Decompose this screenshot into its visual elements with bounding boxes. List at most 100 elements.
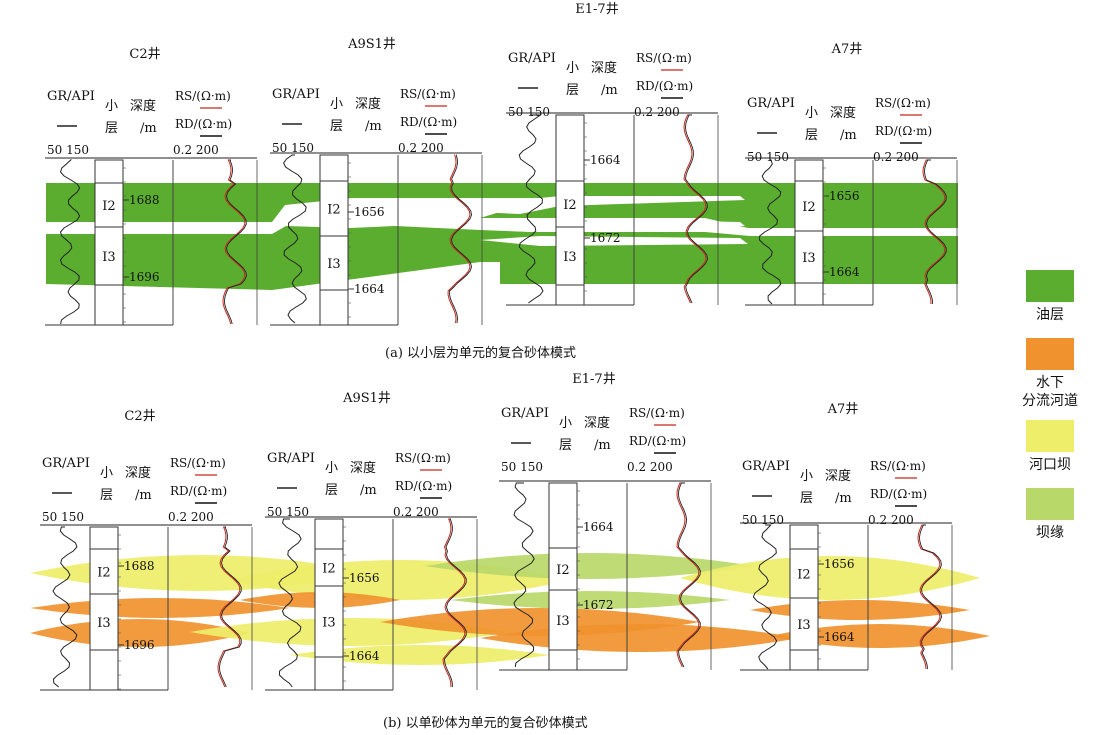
depth-label: 深度 (825, 468, 851, 484)
layer-name-i2: Ⅰ2 (322, 562, 335, 577)
gr-curve (59, 159, 81, 325)
rs-curve (676, 482, 700, 668)
legend-item-bar: 河口坝 (1010, 420, 1090, 474)
layer-name-i3: Ⅰ3 (327, 257, 340, 272)
depth-label: 深度 (125, 465, 151, 481)
rd-label: RD/(Ω·m) (629, 434, 686, 448)
legend-label-bar: 河口坝 (1029, 457, 1071, 473)
layer-label-2: 层 (100, 488, 113, 503)
gr-label: GR/API (742, 459, 790, 474)
res-scale: 0.2 200 (868, 513, 914, 527)
depth-label-2: /m (365, 119, 382, 134)
depth-label-2: /m (360, 483, 377, 498)
rd-label: RD/(Ω·m) (400, 115, 457, 129)
gr-label: GR/API (42, 456, 90, 471)
layer-column (794, 159, 824, 306)
layer-label: 小 (105, 99, 118, 114)
layer-label-2: 层 (559, 438, 572, 453)
gr-label: GR/API (747, 96, 795, 111)
gr-scale: 50 150 (272, 141, 314, 155)
depth-value: 1656 (349, 571, 380, 585)
depth-label-2: /m (835, 491, 852, 506)
layer-label: 小 (800, 469, 813, 484)
well-name: A7井 (827, 402, 859, 417)
gr-curve (283, 154, 307, 324)
gr-scale: 50 150 (267, 505, 309, 519)
layer-name-i3: Ⅰ3 (322, 616, 335, 631)
depth-value: 1664 (349, 649, 380, 663)
rs-curve (447, 154, 471, 324)
rs-curve (922, 159, 946, 304)
legend-swatch-channel (1026, 338, 1074, 370)
gr-curve (52, 526, 78, 688)
rs-label: RS/(Ω·m) (400, 87, 456, 101)
well-name: A9S1井 (347, 37, 396, 52)
legend: 油层 水下 分流河道 河口坝 坝缘 (1010, 270, 1090, 548)
rs-curve (217, 526, 241, 688)
gr-label: GR/API (272, 87, 320, 102)
layer-label-2: 层 (330, 119, 343, 134)
layer-name-i3: Ⅰ3 (797, 618, 810, 633)
gr-scale: 50 150 (742, 513, 784, 527)
rd-curve (444, 518, 467, 688)
gr-scale: 50 150 (42, 510, 84, 524)
rs-curve (222, 159, 246, 325)
well-name: C2井 (124, 409, 155, 424)
gr-curve (513, 482, 535, 668)
layer-column (89, 526, 119, 691)
layer-label: 小 (566, 61, 579, 76)
res-scale: 0.2 200 (873, 150, 919, 164)
gr-scale: 50 150 (501, 460, 543, 474)
layer-label-2: 层 (805, 128, 818, 143)
well-name: E1-7井 (575, 2, 618, 17)
gr-curve (278, 518, 302, 688)
gr-label: GR/API (267, 451, 315, 466)
layer-name-i2: Ⅰ2 (797, 568, 810, 583)
layer-name-i2: Ⅰ2 (97, 566, 110, 581)
channel-b-2 (30, 619, 250, 647)
layer-label: 小 (330, 97, 343, 112)
rd-label: RD/(Ω·m) (870, 487, 927, 501)
legend-label-oil: 油层 (1036, 307, 1064, 323)
depth-label: 深度 (830, 105, 856, 121)
caption-a: (a) 以小层为单元的复合砂体模式 (385, 346, 577, 361)
rd-label: RD/(Ω·m) (875, 124, 932, 138)
depth-label-2: /m (135, 488, 152, 503)
layer-name-i3: Ⅰ3 (97, 616, 110, 631)
rd-curve (678, 482, 701, 668)
rd-curve (224, 159, 247, 325)
gr-curve (758, 159, 782, 305)
depth-value: 1664 (829, 265, 860, 279)
layer-name-i3: Ⅰ3 (802, 251, 815, 266)
rs-curve (917, 524, 941, 670)
layer-name-i2: Ⅰ2 (102, 199, 115, 214)
legend-item-edge: 坝缘 (1010, 488, 1090, 542)
legend-item-channel: 水下 分流河道 (1010, 338, 1090, 410)
layer-label: 小 (559, 416, 572, 431)
layer-column (555, 114, 585, 306)
res-scale: 0.2 200 (627, 460, 673, 474)
depth-value: 1688 (124, 559, 155, 573)
res-scale: 0.2 200 (168, 510, 214, 524)
rs-label: RS/(Ω·m) (636, 51, 692, 65)
rd-label: RD/(Ω·m) (636, 79, 693, 93)
legend-item-oil: 油层 (1010, 270, 1090, 324)
pinchout-a-3 (480, 236, 748, 246)
layer-label: 小 (325, 461, 338, 476)
layer-column (319, 154, 349, 326)
rd-label: RD/(Ω·m) (175, 117, 232, 131)
depth-value: 1656 (354, 205, 385, 219)
gr-label: GR/API (501, 406, 549, 421)
gr-label: GR/API (47, 89, 95, 104)
layer-label-2: 层 (105, 121, 118, 136)
bar-edge-b-1 (425, 553, 755, 579)
rd-curve (219, 526, 242, 688)
depth-label-2: /m (840, 128, 857, 143)
layer-name-i2: Ⅰ2 (556, 563, 569, 578)
